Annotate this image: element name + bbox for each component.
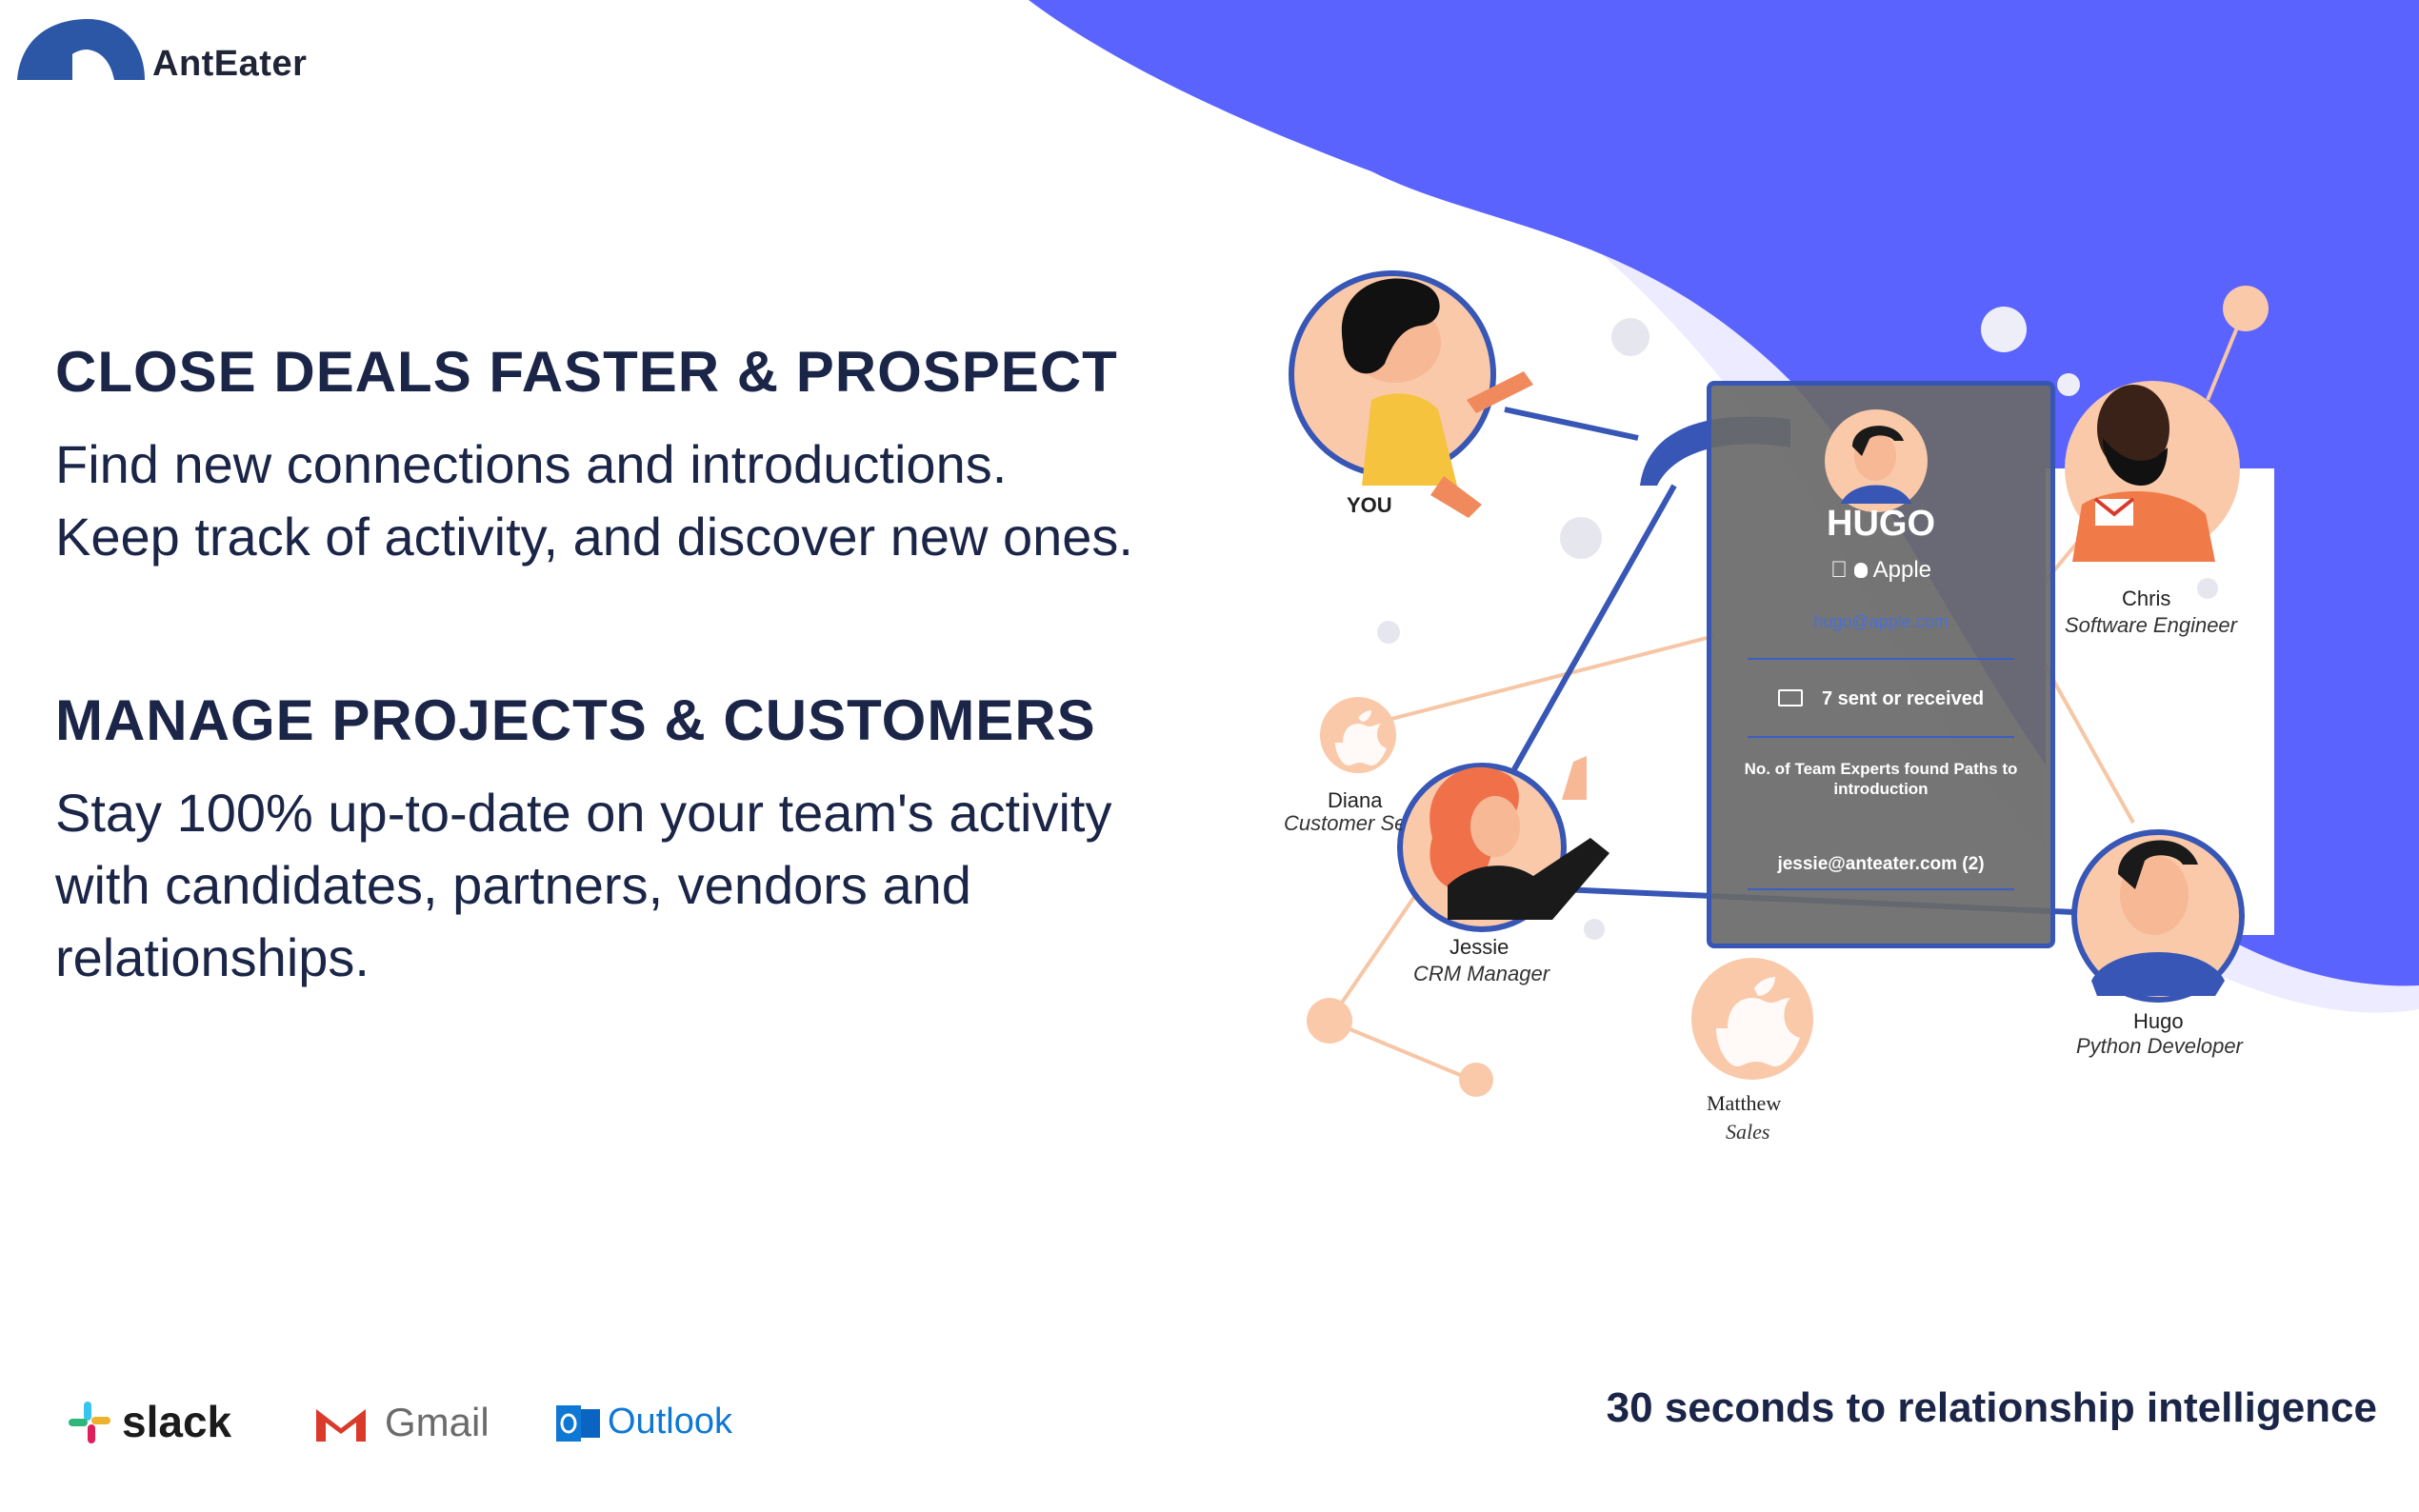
- label-matthew-name: Matthew: [1707, 1091, 1782, 1115]
- slack-integration: slack: [67, 1392, 257, 1449]
- card-email-link[interactable]: hugo@apple.com: [1813, 612, 1949, 631]
- label-you: YOU: [1347, 493, 1392, 517]
- manage-projects-line-1: Stay 100% up-to-date on your team's acti…: [55, 783, 1112, 843]
- outlook-label: Outlook: [608, 1402, 732, 1442]
- heading-close-deals: CLOSE DEALS FASTER & PROSPECT: [55, 340, 1118, 404]
- card-activity-stat: 7 sent or received: [1711, 688, 2050, 710]
- envelope-icon: [1777, 689, 1803, 706]
- gmail-label: Gmail: [385, 1400, 490, 1444]
- label-hugo-name: Hugo: [2133, 1009, 2184, 1033]
- heading-manage-projects: MANAGE PROJECTS & CUSTOMERS: [55, 688, 1096, 752]
- gmail-icon: [316, 1409, 366, 1442]
- outlook-integration: Outlook: [554, 1392, 745, 1449]
- card-divider: [1748, 888, 2014, 890]
- label-jessie-role: CRM Manager: [1413, 962, 1550, 985]
- close-deals-text: Find new connections and introductions. …: [55, 428, 1133, 573]
- label-chris-role: Software Engineer: [2065, 613, 2237, 637]
- gmail-integration: Gmail: [312, 1392, 503, 1449]
- close-deals-line-1: Find new connections and introductions.: [55, 434, 1008, 494]
- close-deals-line-2: Keep track of activity, and discover new…: [55, 507, 1133, 567]
- section-close-deals: CLOSE DEALS FASTER & PROSPECT: [55, 339, 1118, 405]
- card-paths-label: No. of Team Experts found Paths to intro…: [1744, 760, 2018, 798]
- slack-label: slack: [122, 1397, 232, 1446]
- apple-logo-icon: [1853, 563, 1868, 578]
- manage-projects-line-3: relationships.: [55, 927, 370, 987]
- section-manage-projects: MANAGE PROJECTS & CUSTOMERS: [55, 687, 1096, 753]
- peach-dot: [1307, 998, 1352, 1044]
- label-matthew-role: Sales: [1726, 1120, 1770, 1144]
- apple-icon: : [1830, 557, 1848, 583]
- outlook-icon: [556, 1405, 600, 1442]
- manage-projects-text: Stay 100% up-to-date on your team's acti…: [55, 777, 1111, 994]
- label-diana-role: Customer Serv: [1284, 811, 1402, 835]
- contact-card[interactable]: HUGO  Apple hugo@apple.com 7 sent or re…: [1707, 381, 2055, 948]
- label-chris-name: Chris: [2122, 587, 2171, 610]
- label-hugo-role: Python Developer: [2076, 1034, 2243, 1058]
- card-avatar: [1825, 409, 1928, 512]
- peach-dot: [1459, 1063, 1493, 1097]
- card-company-name: Apple: [1861, 557, 1931, 583]
- manage-projects-line-2: with candidates, partners, vendors and: [55, 855, 971, 915]
- brand-logo[interactable]: AntEater: [15, 17, 339, 93]
- anteater-logo-icon: [17, 19, 145, 80]
- brand-name: AntEater: [152, 44, 308, 84]
- card-connector-link[interactable]: jessie@anteater.com (2): [1777, 854, 1985, 874]
- tagline: 30 seconds to relationship intelligence: [1606, 1384, 2377, 1431]
- peach-dot: [2223, 286, 2269, 331]
- card-divider: [1748, 658, 2014, 660]
- card-divider: [1748, 736, 2014, 738]
- card-title: HUGO: [1827, 504, 1935, 544]
- card-activity-text: 7 sent or received: [1821, 688, 1985, 709]
- label-diana-name: Diana: [1328, 788, 1383, 812]
- label-jessie-name: Jessie: [1449, 935, 1509, 959]
- slack-icon: [69, 1402, 110, 1443]
- card-company:  Apple: [1711, 557, 2050, 584]
